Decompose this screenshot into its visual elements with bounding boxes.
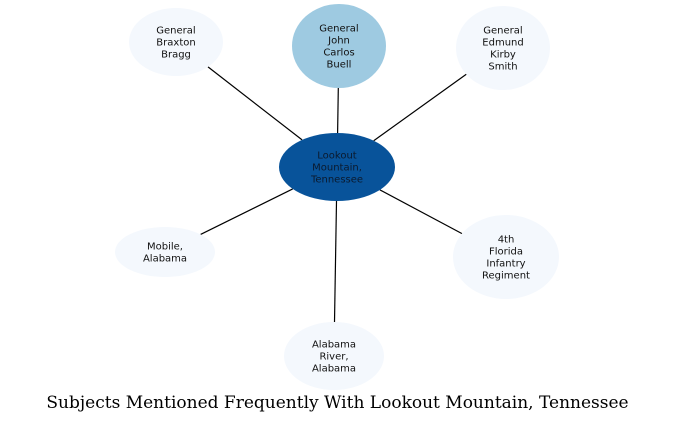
node-label-line: Bragg [161, 50, 191, 61]
node-label-line: Braxton [156, 38, 195, 49]
node-label-line: Florida [489, 247, 523, 258]
node-label-line: Lookout [317, 151, 357, 162]
edge-4th-florida-infantry [379, 189, 463, 235]
edge-alabama-river [333, 200, 338, 323]
node-label-line: Infantry [486, 259, 525, 270]
node-label-line: John [327, 36, 350, 47]
node-label-line: Carlos [323, 48, 354, 59]
node-shape-braxton-bragg [129, 8, 223, 76]
node-shape-4th-florida-infantry [453, 215, 559, 299]
node-label-line: Tennessee [310, 175, 363, 186]
node-shape-lookout-mountain [279, 133, 395, 201]
node-shape-edmund-kirby-smith [456, 6, 550, 90]
diagram-caption: Subjects Mentioned Frequently With Looko… [46, 393, 629, 413]
node-mobile-alabama: Mobile,Alabama [115, 227, 215, 277]
node-label-mobile-alabama: Mobile,Alabama [143, 242, 187, 265]
node-label-line: Alabama [312, 340, 356, 351]
node-label-line: Kirby [490, 50, 516, 61]
node-label-line: 4th [498, 235, 515, 246]
node-label-line: Alabama [312, 364, 356, 375]
node-label-line: Regiment [482, 271, 530, 282]
node-label-line: Alabama [143, 254, 187, 265]
node-label-line: Mountain, [312, 163, 362, 174]
node-label-line: General [156, 26, 195, 37]
node-label-line: General [319, 24, 358, 35]
diagram-edges [200, 66, 467, 323]
edge-braxton-bragg [207, 66, 303, 141]
node-shape-alabama-river [284, 322, 384, 390]
node-label-line: Edmund [482, 38, 523, 49]
edge-edmund-kirby-smith [373, 73, 467, 142]
node-shape-john-carlos-buell [292, 4, 386, 88]
node-label-line: River, [319, 352, 348, 363]
node-label-line: Mobile, [147, 242, 183, 253]
node-shape-mobile-alabama [115, 227, 215, 277]
node-label-line: Buell [327, 60, 352, 71]
edge-mobile-alabama [200, 188, 293, 235]
node-label-line: Smith [488, 62, 517, 73]
node-label-line: General [483, 26, 522, 37]
edge-john-carlos-buell [337, 87, 339, 134]
